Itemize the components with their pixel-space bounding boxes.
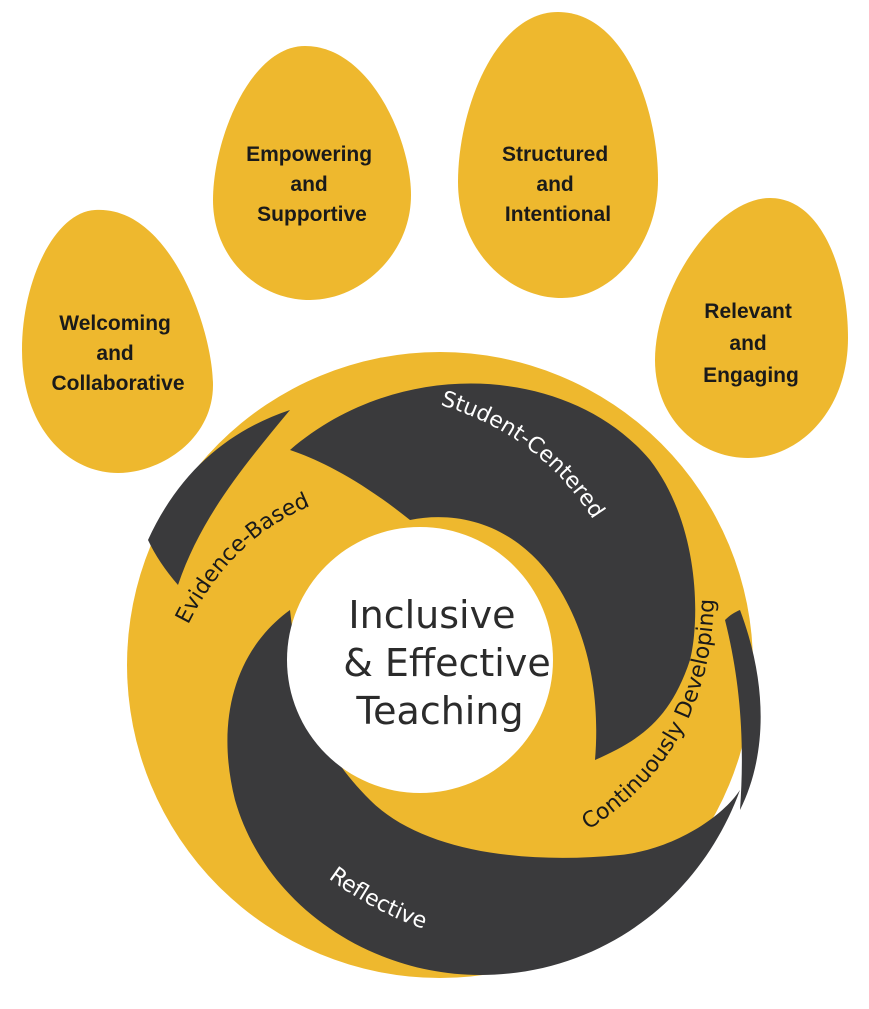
svg-text:Relevant and Engag: Relevant and Engaging <box>703 300 799 387</box>
main-pad-swirl <box>127 352 761 978</box>
svg-text:Structured and Int: Structured and Intentional <box>502 143 614 226</box>
svg-text:Welcoming and Coll: Welcoming and Collaborative <box>51 312 184 395</box>
toe-structured: Structured and Intentional <box>458 12 658 298</box>
swirl-band-right-edge <box>725 610 761 810</box>
toe-label-line: Intentional <box>505 203 611 226</box>
toe-welcoming: Welcoming and Collaborative <box>22 209 213 473</box>
toe-label-line: and <box>729 332 766 355</box>
toe-relevant: Relevant and Engaging <box>655 198 848 458</box>
swirl-band-left-edge <box>148 410 290 585</box>
toe-label-line: Welcoming <box>59 312 171 335</box>
toe-empowering: Empowering and Supportive <box>213 46 411 300</box>
toe-label-line: Supportive <box>257 203 367 226</box>
toe-label-line: Collaborative <box>51 372 184 395</box>
toe-label-line: Empowering <box>246 143 372 166</box>
center-title-line: Teaching <box>355 689 523 733</box>
svg-text:Empowering and Sup: Empowering and Supportive <box>246 143 378 226</box>
toe-label-line: Relevant <box>704 300 792 323</box>
center-title: Inclusive & Effective Teaching <box>343 593 563 733</box>
toe-label-line: Engaging <box>703 364 799 387</box>
center-title-line: Inclusive <box>348 593 515 637</box>
toe-label-line: and <box>290 173 327 196</box>
center-title-line: & Effective <box>343 641 551 685</box>
toe-label-line: and <box>96 342 133 365</box>
swirl-band-student-centered <box>290 383 696 760</box>
swirl-band-reflective <box>227 610 740 975</box>
center-circle <box>287 527 553 793</box>
toe-label-line: Structured <box>502 143 608 166</box>
toe-label-line: and <box>536 173 573 196</box>
